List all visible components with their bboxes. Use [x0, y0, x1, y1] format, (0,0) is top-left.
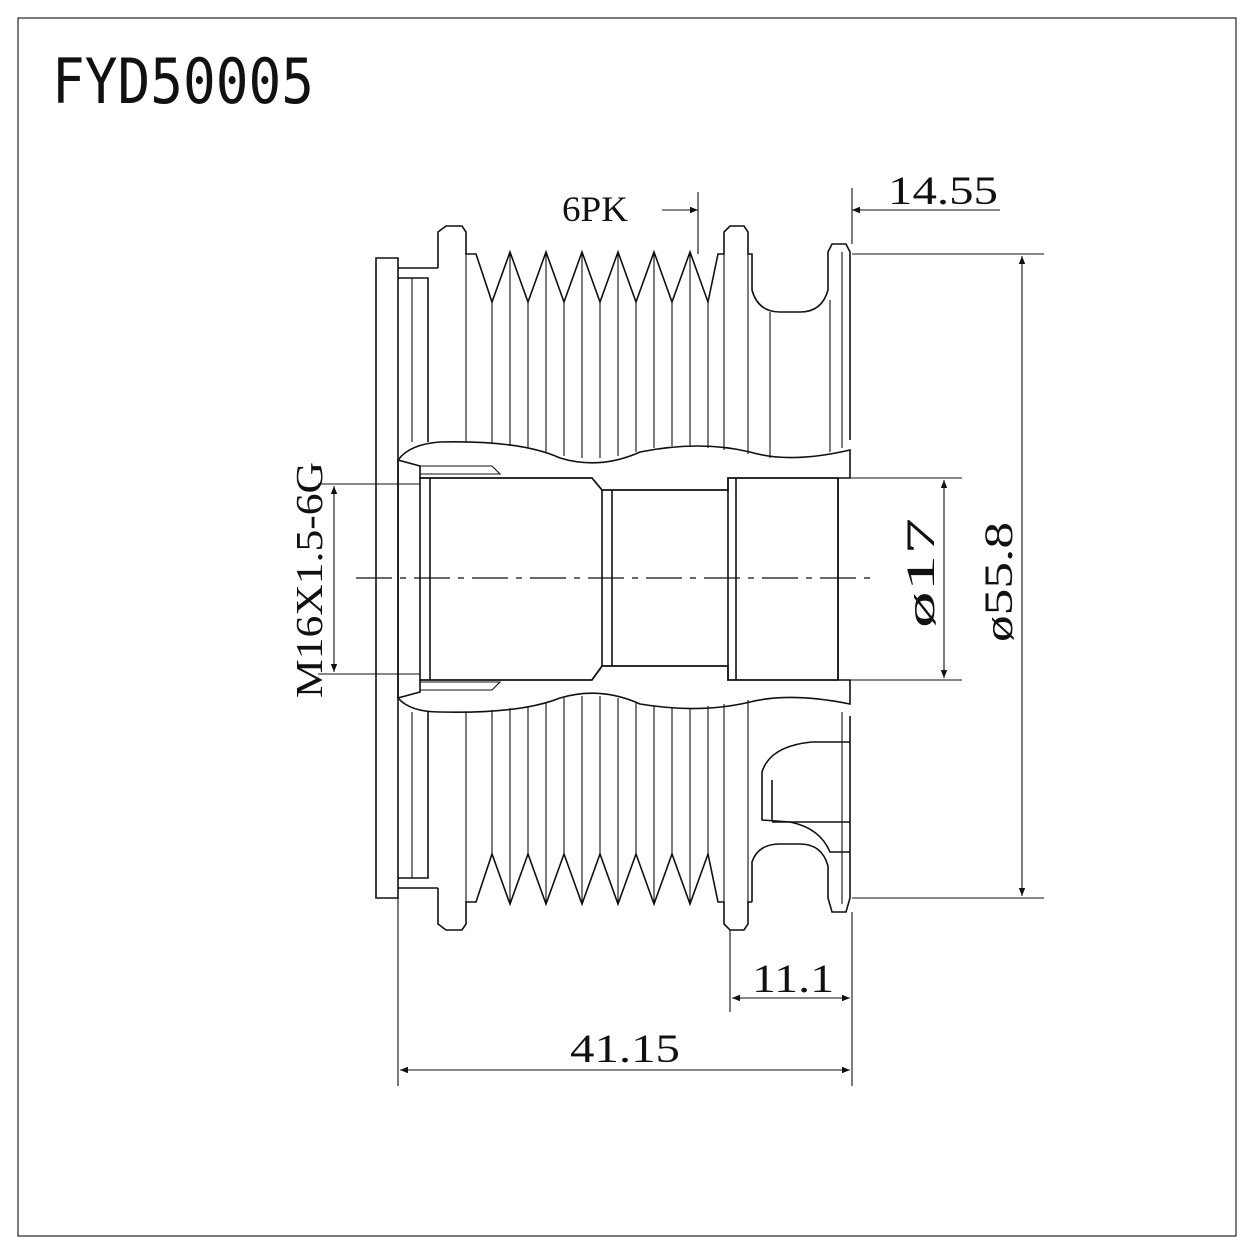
clutch-width-label: 14.55 [888, 168, 998, 213]
clutch-pocket [761, 741, 850, 853]
hub-wall-section-upper [396, 441, 851, 491]
rib-lines-lower [465, 696, 843, 904]
hub-wall-section-lower [396, 665, 851, 714]
bore-diameter-label: ø17 [898, 518, 943, 628]
lower-groove-profile [437, 851, 752, 931]
hub-length-label: 11.1 [752, 956, 834, 1001]
sheet-border [17, 17, 1237, 1237]
outer-diameter-label: ø55.8 [976, 522, 1021, 642]
belt-profile-label: 6PK [562, 189, 628, 229]
part-number-title: FYD50005 [52, 45, 314, 118]
inner-bore [419, 477, 839, 681]
dimension-lines [318, 188, 1044, 1086]
pulley-body [375, 225, 851, 931]
rib-lines-upper [491, 252, 709, 458]
upper-groove-profile [437, 225, 851, 440]
overall-length-label: 41.15 [570, 1026, 680, 1071]
thread-spec-label: M16X1.5-6G [289, 462, 331, 698]
